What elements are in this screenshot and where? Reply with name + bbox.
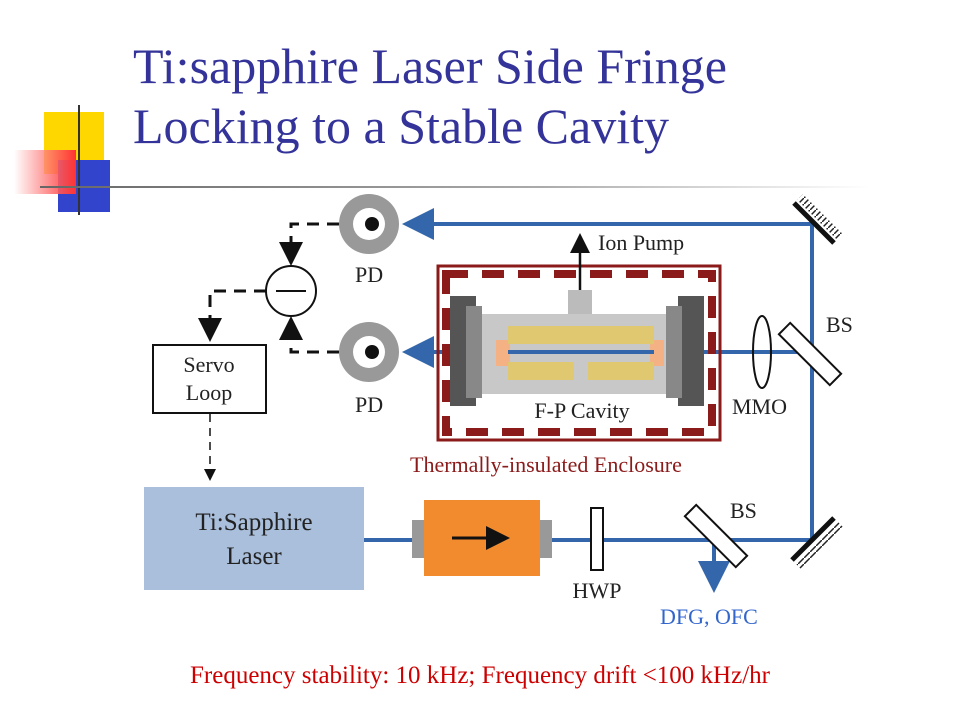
mmo-label: MMO [732,394,787,419]
bs-top-label: BS [826,312,853,337]
title-line-2: Locking to a Stable Cavity [133,98,670,154]
hwp-plate [590,507,604,571]
servo-label-line-1: Servo [183,352,234,377]
beam-splitter-bottom [683,503,749,569]
bs-bottom-label: BS [730,498,757,523]
fp-cavity [450,296,704,406]
mmo-lens [752,315,772,389]
subtractor-node [265,265,317,317]
cavity-label: F-P Cavity [534,398,629,423]
hwp-label: HWP [573,578,622,603]
title-rule [40,186,870,188]
pd-bottom-label: PD [355,392,383,417]
ti-sapphire-laser [144,487,364,590]
page-title: Ti:sapphire Laser Side Fringe Locking to… [133,36,933,156]
deco-vertical-line [78,105,80,215]
stability-caption: Frequency stability: 10 kHz; Frequency d… [190,662,770,689]
laser-label-line-2: Laser [226,543,282,570]
photodiode-top [339,194,399,254]
optical-isolator [412,500,552,576]
enclosure-label: Thermally-insulated Enclosure [410,452,682,477]
pd-top-label: PD [355,262,383,287]
ion-pump-label: Ion Pump [598,230,684,255]
signal-lines [198,222,339,354]
mirror-bottom [790,516,843,569]
photodiode-bottom [339,322,399,382]
laser-label-line-1: Ti:Sapphire [195,509,312,536]
ion-pump-port [568,290,592,316]
output-label: DFG, OFC [660,604,758,629]
mirror-top [792,194,843,245]
servo-label-line-2: Loop [186,380,232,405]
beam-splitter-top [777,321,843,387]
servo-loop-box [152,344,267,414]
title-line-1: Ti:sapphire Laser Side Fringe [133,38,727,94]
